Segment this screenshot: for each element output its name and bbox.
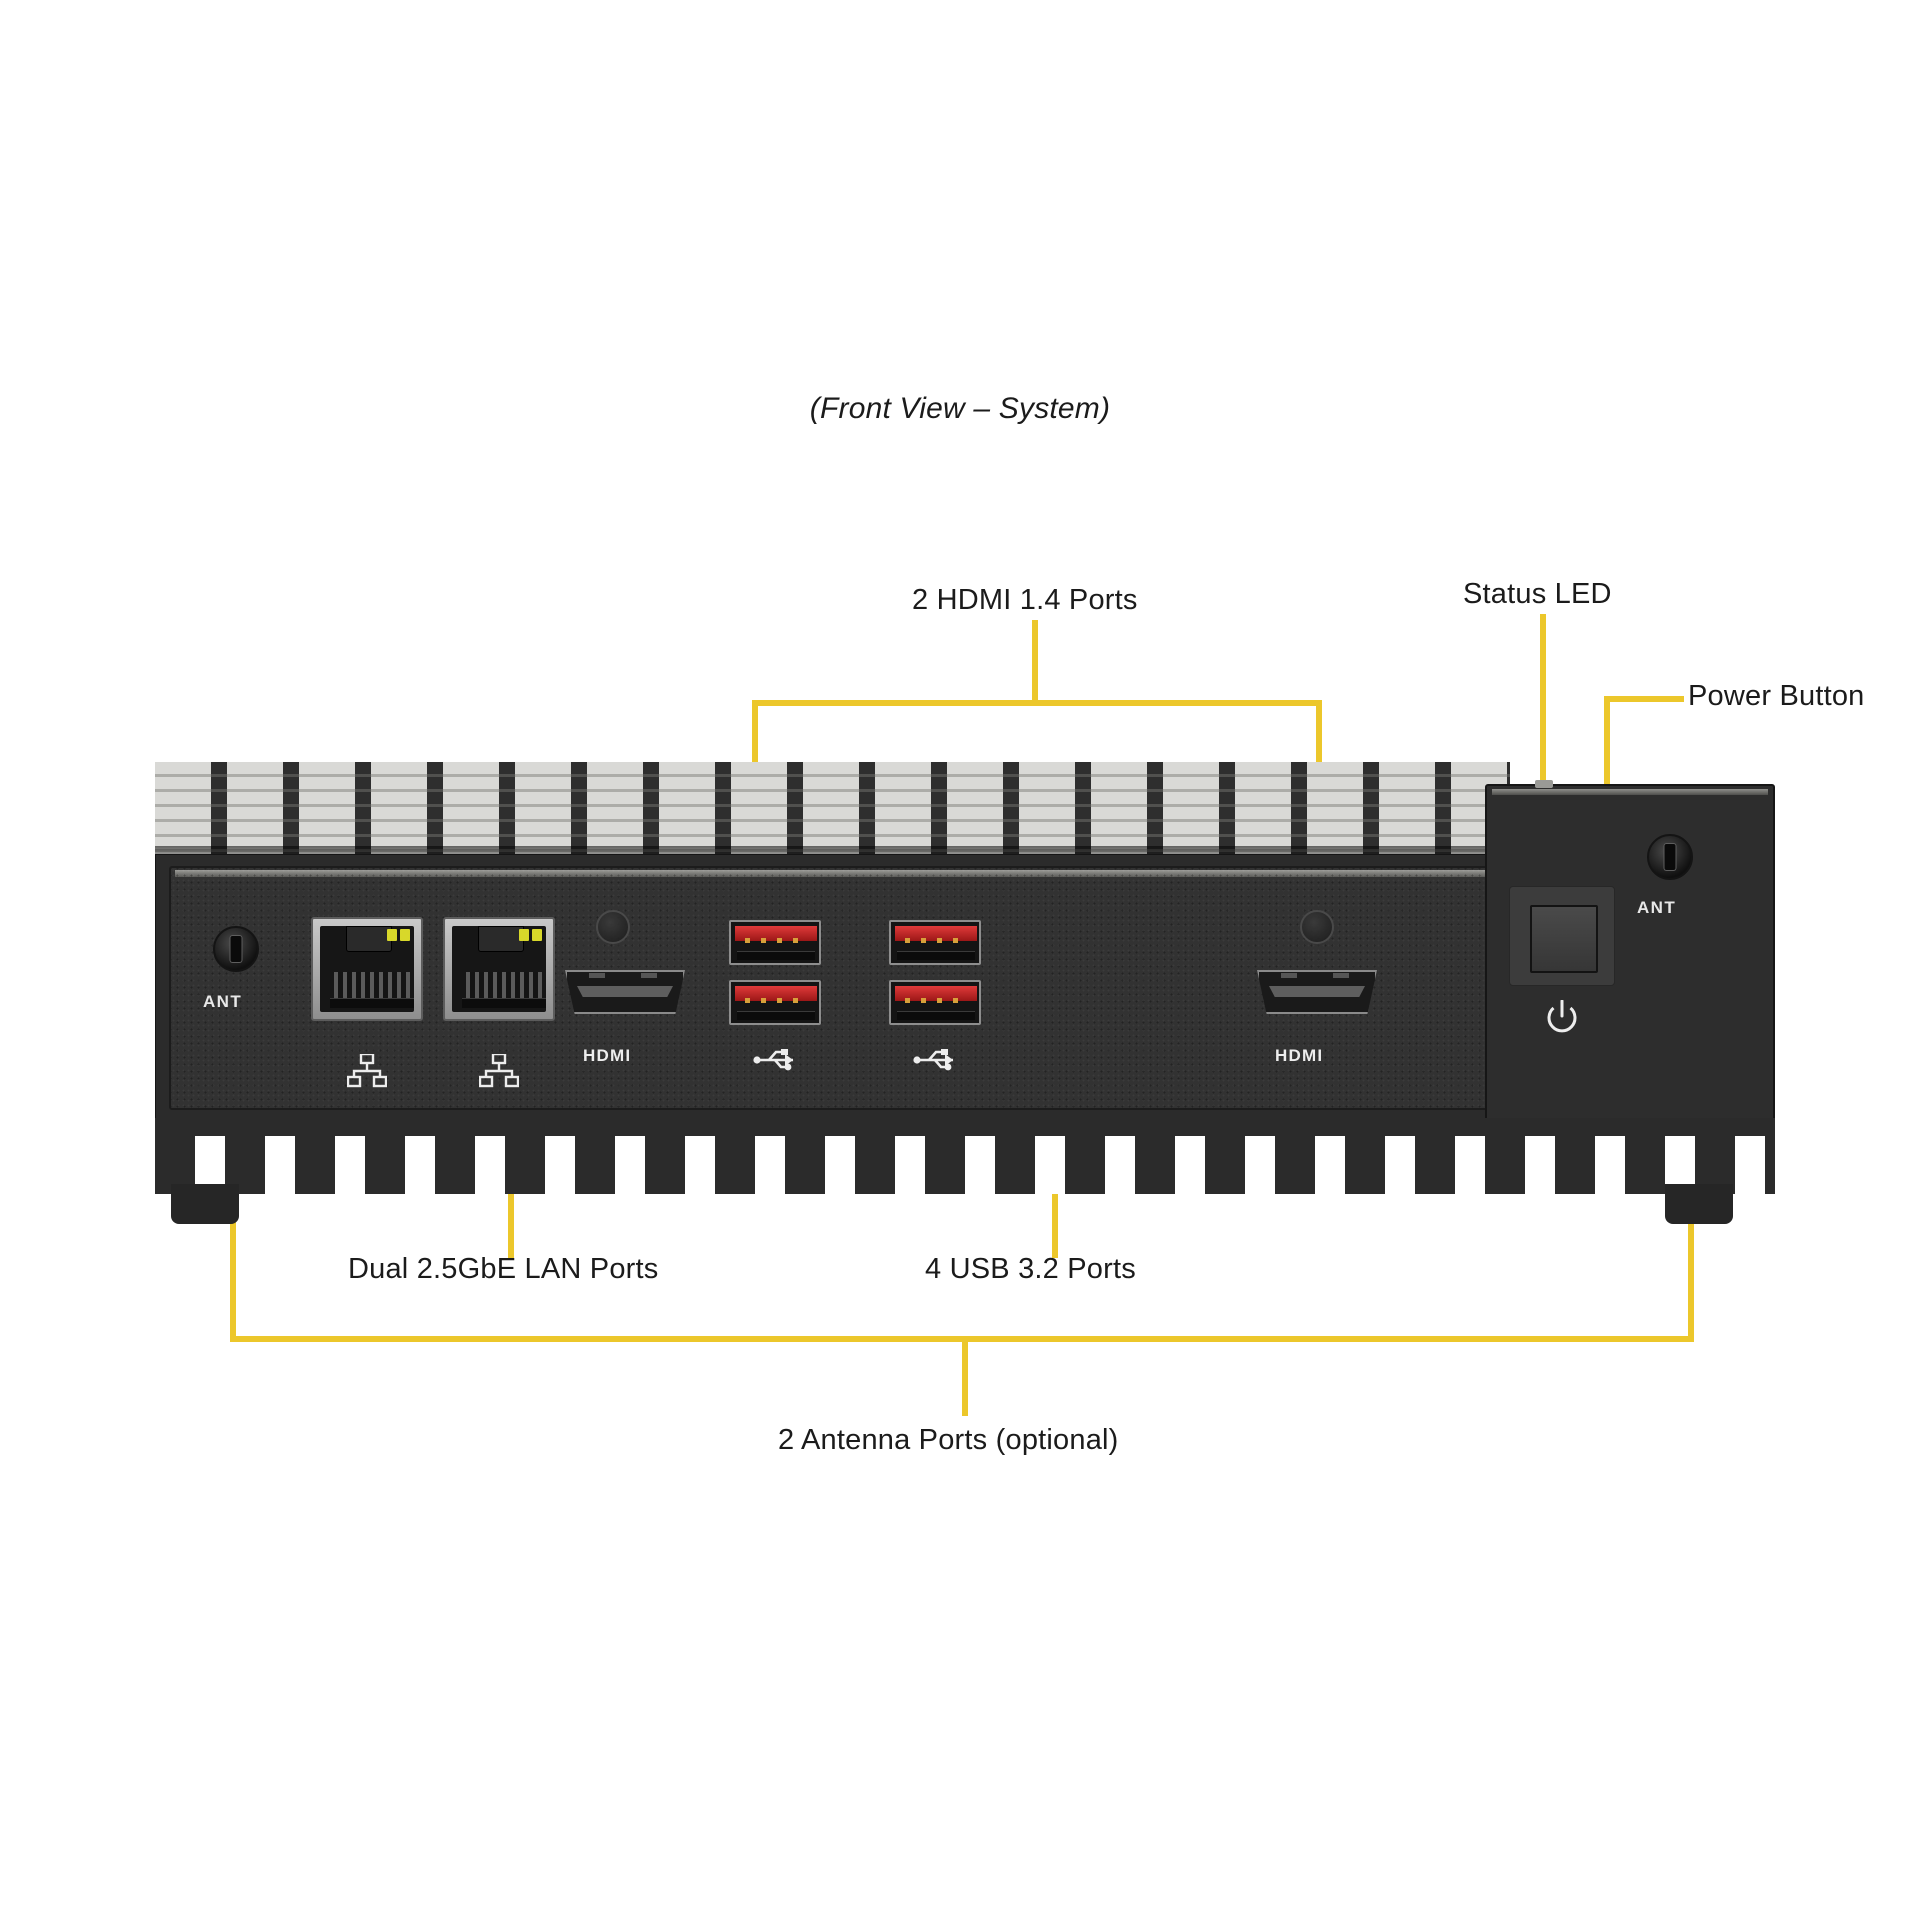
hdmi-notch xyxy=(1281,973,1297,978)
power-button-cap[interactable] xyxy=(1530,905,1598,973)
usb-port-3[interactable] xyxy=(889,920,981,965)
usb-port-3-contacts xyxy=(905,938,967,943)
view-title: (Front View – System) xyxy=(809,392,1111,425)
callout-label-antenna: 2 Antenna Ports (optional) xyxy=(778,1424,1119,1456)
lan-led-link xyxy=(400,929,410,941)
antenna-port-right-label: ANT xyxy=(1637,898,1677,917)
callout-label-lan: Dual 2.5GbE LAN Ports xyxy=(348,1253,659,1285)
hdmi-port-2-label: HDMI xyxy=(1275,1046,1324,1065)
usb-port-4[interactable] xyxy=(889,980,981,1025)
hdmi-notch xyxy=(589,973,605,978)
standoff-screw-left xyxy=(596,910,630,944)
lan-led-activity xyxy=(387,929,397,941)
bottom-heatsink-teeth xyxy=(155,1136,1775,1194)
power-symbol-icon xyxy=(1545,999,1579,1036)
callout-label-status-led: Status LED xyxy=(1463,578,1612,610)
power-button[interactable] xyxy=(1509,886,1615,986)
usb-port-4-blade xyxy=(895,986,977,1001)
lan-led-link xyxy=(532,929,542,941)
callout-label-power-button: Power Button xyxy=(1688,680,1865,712)
hdmi-port-1-label: HDMI xyxy=(583,1046,632,1065)
lan-network-icon xyxy=(478,1052,520,1088)
lan-port-1-inner xyxy=(320,926,414,1012)
usb-port-4-contacts xyxy=(905,998,967,1003)
usb-port-4-base xyxy=(897,1011,975,1020)
hdmi-port-1[interactable] xyxy=(565,970,685,1014)
top-heatsink-fins xyxy=(155,762,1510,858)
standoff-screw-right xyxy=(1300,910,1334,944)
usb-trident-icon xyxy=(753,1048,797,1072)
usb-port-1-contacts xyxy=(745,938,807,943)
usb-trident-icon xyxy=(913,1048,957,1072)
lan-port-2[interactable] xyxy=(443,917,555,1021)
lan-port-1[interactable] xyxy=(311,917,423,1021)
chassis-foot-left xyxy=(171,1184,239,1224)
lan-led-activity xyxy=(519,929,529,941)
usb-port-1[interactable] xyxy=(729,920,821,965)
usb-port-1-base xyxy=(737,951,815,960)
hdmi-port-1-slot xyxy=(577,986,673,997)
usb-port-3-base xyxy=(897,951,975,960)
mini-pc-chassis: ANT xyxy=(155,762,1775,1230)
callout-label-hdmi: 2 HDMI 1.4 Ports xyxy=(912,584,1138,616)
leader-status-led xyxy=(1540,614,1546,780)
hdmi-port-2[interactable] xyxy=(1257,970,1377,1014)
hdmi-notch xyxy=(641,973,657,978)
lan-port-2-pins xyxy=(466,972,542,998)
leader-hdmi-bar xyxy=(752,700,1322,706)
lan-port-1-pins xyxy=(334,972,410,998)
lan-port-2-mouth xyxy=(462,998,546,1008)
leader-hdmi-stem xyxy=(1032,620,1038,704)
lan-port-2-inner xyxy=(452,926,546,1012)
hdmi-port-2-slot xyxy=(1269,986,1365,997)
antenna-port-left[interactable] xyxy=(213,926,259,972)
usb-port-2-base xyxy=(737,1011,815,1020)
status-led xyxy=(1535,780,1553,788)
usb-port-1-blade xyxy=(735,926,817,941)
hdmi-notch xyxy=(1333,973,1349,978)
leader-antenna-stem xyxy=(962,1336,968,1416)
lan-port-1-tab xyxy=(346,926,392,952)
lan-port-1-mouth xyxy=(330,998,414,1008)
usb-port-3-blade xyxy=(895,926,977,941)
usb-port-2[interactable] xyxy=(729,980,821,1025)
lan-port-2-leds xyxy=(519,929,542,941)
antenna-port-right[interactable] xyxy=(1647,834,1693,880)
lan-port-1-leds xyxy=(387,929,410,941)
usb-port-2-contacts xyxy=(745,998,807,1003)
chassis-foot-right xyxy=(1665,1184,1733,1224)
power-panel: ANT xyxy=(1485,780,1775,1122)
callout-label-usb: 4 USB 3.2 Ports xyxy=(925,1253,1136,1285)
usb-port-2-blade xyxy=(735,986,817,1001)
lan-network-icon xyxy=(346,1052,388,1088)
lan-port-2-tab xyxy=(478,926,524,952)
leader-power-dash xyxy=(1604,696,1684,702)
antenna-port-left-label: ANT xyxy=(203,992,243,1011)
